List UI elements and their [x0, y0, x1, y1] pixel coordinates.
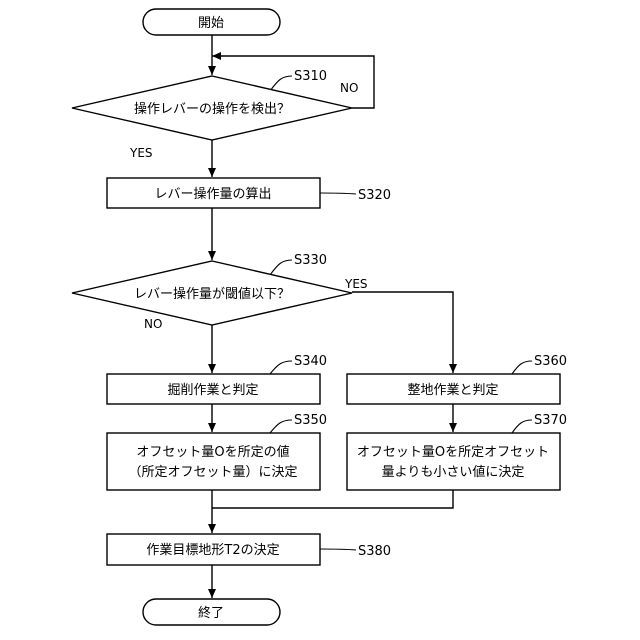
process-s380: 作業目標地形T2の決定: [107, 534, 320, 565]
s370-label-line1: オフセット量Oを所定オフセット: [357, 445, 549, 460]
s360-label: 整地作業と判定: [407, 382, 498, 398]
process-s350: オフセット量Oを所定の値 （所定オフセット量）に決定: [107, 433, 320, 490]
edge-label-s310-no: NO: [340, 81, 358, 95]
line-s370-merge: [212, 490, 453, 508]
process-s360: 整地作業と判定: [347, 374, 560, 404]
start-label: 開始: [198, 16, 224, 31]
step-label-s380: S380: [358, 544, 391, 559]
end-label: 終了: [198, 605, 224, 621]
leader-s360: [512, 361, 532, 374]
s350-label-line2: （所定オフセット量）に決定: [128, 465, 297, 480]
end-terminal: 終了: [143, 599, 280, 625]
leader-s310: [270, 76, 292, 91]
leader-s330: [270, 260, 292, 275]
leader-s320: [320, 193, 356, 194]
start-terminal: 開始: [143, 9, 280, 35]
arrow-s330-to-s360: [352, 292, 453, 373]
edge-label-s330-no: NO: [144, 317, 162, 331]
process-s370: オフセット量Oを所定オフセット 量よりも小さい値に決定: [347, 433, 560, 490]
step-label-s360: S360: [534, 354, 567, 369]
step-label-s340: S340: [294, 354, 327, 369]
s350-label-line1: オフセット量Oを所定の値: [136, 444, 289, 460]
step-label-s370: S370: [534, 413, 567, 428]
decision-s310: 操作レバーの操作を検出？: [72, 76, 352, 140]
leader-s340: [270, 361, 292, 374]
edge-label-s310-yes: YES: [129, 146, 153, 160]
leader-s370: [512, 420, 532, 433]
s330-label: レバー操作量が閾値以下？: [134, 286, 290, 302]
edge-label-s330-yes: YES: [344, 277, 368, 291]
step-label-s310: S310: [294, 69, 327, 84]
decision-s330: レバー操作量が閾値以下？: [72, 261, 352, 325]
s320-label: レバー操作量の算出: [154, 186, 271, 202]
s310-label: 操作レバーの操作を検出？: [134, 101, 290, 117]
s370-label-line2: 量よりも小さい値に決定: [382, 464, 525, 480]
step-label-s320: S320: [358, 188, 391, 203]
process-s340: 掘削作業と判定: [107, 374, 320, 404]
leader-s350: [270, 420, 292, 433]
step-label-s350: S350: [294, 413, 327, 428]
leader-s380: [320, 549, 356, 550]
process-s320: レバー操作量の算出: [107, 178, 320, 208]
step-label-s330: S330: [294, 253, 327, 268]
s340-label: 掘削作業と判定: [167, 382, 258, 398]
s380-label: 作業目標地形T2の決定: [146, 542, 279, 558]
